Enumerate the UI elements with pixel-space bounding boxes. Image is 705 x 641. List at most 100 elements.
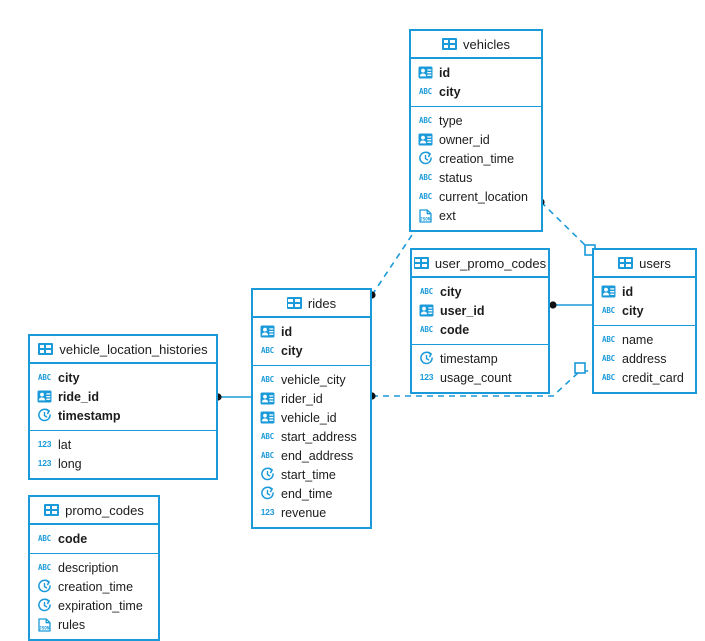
table-grid-icon — [38, 342, 54, 357]
column-name: code — [440, 322, 470, 337]
table-grid-icon — [413, 256, 429, 271]
table-grid-icon — [44, 503, 60, 518]
table-header[interactable]: users — [594, 250, 695, 278]
abc-string-type-icon: ABC — [602, 372, 615, 382]
table-column[interactable]: ABC start_address — [253, 427, 370, 446]
table-column[interactable]: creation_time — [30, 577, 158, 596]
table-column[interactable]: JSON ext — [411, 206, 541, 225]
column-name: vehicle_city — [281, 372, 346, 387]
clock-type-icon — [418, 151, 433, 166]
123-number-type-icon: 123 — [260, 507, 275, 518]
table-name: user_promo_codes — [434, 255, 547, 271]
column-name: ride_id — [58, 389, 99, 404]
primary-key-column[interactable]: timestamp — [30, 406, 216, 425]
column-name: credit_card — [622, 370, 684, 385]
column-name: start_time — [281, 467, 336, 482]
table-column[interactable]: start_time — [253, 465, 370, 484]
json-document-type-icon: JSON — [418, 208, 433, 223]
abc-string-type-icon: ABC — [261, 431, 274, 441]
primary-key-column[interactable]: id — [594, 282, 695, 301]
relationship-vlh-to-rides[interactable] — [214, 393, 251, 401]
columns-section: ABC description creation_time expiration_ti… — [30, 554, 158, 639]
table-header[interactable]: vehicle_location_histories — [30, 336, 216, 364]
123-number-type-icon: 123 — [37, 458, 52, 469]
clock-type-icon — [37, 579, 52, 594]
column-name: owner_id — [439, 132, 490, 147]
table-column[interactable]: ABC credit_card — [594, 368, 695, 387]
table-header[interactable]: user_promo_codes — [412, 250, 548, 278]
id-card-type-icon — [260, 324, 275, 339]
id-card-type-icon — [601, 284, 616, 299]
clock-type-icon — [37, 598, 52, 613]
column-name: status — [439, 170, 473, 185]
primary-key-column[interactable]: ride_id — [30, 387, 216, 406]
relationship-vehicles-to-users[interactable] — [537, 198, 596, 256]
primary-key-column[interactable]: user_id — [412, 301, 548, 320]
column-name: id — [622, 284, 634, 299]
table-column[interactable]: vehicle_id — [253, 408, 370, 427]
column-name: description — [58, 560, 119, 575]
relationship-source-dot — [549, 301, 557, 309]
table-header[interactable]: vehicles — [411, 31, 541, 59]
table-header[interactable]: promo_codes — [30, 497, 158, 525]
primary-key-column[interactable]: id — [411, 63, 541, 82]
table-column[interactable]: owner_id — [411, 130, 541, 149]
column-name: user_id — [440, 303, 485, 318]
column-name: vehicle_id — [281, 410, 337, 425]
relationship-upc-to-users[interactable] — [549, 301, 592, 309]
abc-string-type-icon: ABC — [38, 562, 51, 572]
table-column[interactable]: timestamp — [412, 349, 548, 368]
column-name: ext — [439, 208, 456, 223]
column-name: expiration_time — [58, 598, 143, 613]
table-grid-icon — [618, 256, 634, 271]
table-column[interactable]: expiration_time — [30, 596, 158, 615]
column-name: address — [622, 351, 667, 366]
table-grid-icon — [442, 37, 458, 52]
column-name: start_address — [281, 429, 357, 444]
table-column[interactable]: rider_id — [253, 389, 370, 408]
primary-key-column[interactable]: id — [253, 322, 370, 341]
abc-string-type-icon: ABC — [602, 305, 615, 315]
column-name: end_address — [281, 448, 354, 463]
column-name: creation_time — [58, 579, 134, 594]
column-name: city — [439, 84, 461, 99]
table-column[interactable]: creation_time — [411, 149, 541, 168]
table-column[interactable]: end_time — [253, 484, 370, 503]
column-name: id — [281, 324, 293, 339]
table-name: rides — [307, 295, 337, 311]
table-column[interactable]: ABC description — [30, 558, 158, 577]
table-header[interactable]: rides — [253, 290, 370, 318]
